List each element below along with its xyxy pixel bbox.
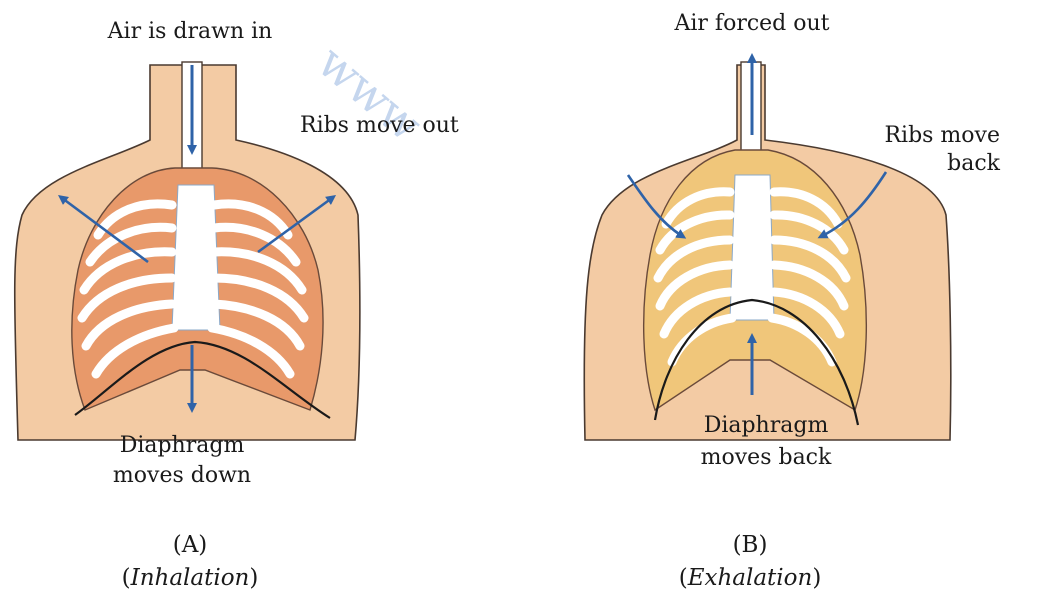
panel-a-diaphragm-line1: Diaphragm xyxy=(120,432,245,459)
panel-a-caption-open: ( xyxy=(122,565,131,591)
panel-b-caption: (Exhalation) xyxy=(679,565,822,592)
panel-a-diaphragm-line2: moves down xyxy=(113,462,251,489)
panel-b-ribs-line1: Ribs move xyxy=(880,122,1000,149)
panel-b-air-label: Air forced out xyxy=(674,10,829,37)
panel-a-caption-letter: (A) xyxy=(173,532,208,559)
panel-a-ribs-label: Ribs move out xyxy=(300,112,459,139)
panel-b-illustration xyxy=(584,58,951,440)
sternum-b xyxy=(730,175,774,320)
panel-b-ribs-line2: back xyxy=(880,150,1000,177)
panel-b-caption-name: Exhalation xyxy=(688,565,813,591)
panel-a-caption-name: Inhalation xyxy=(131,565,250,591)
panel-b-diaphragm-line1: Diaphragm xyxy=(704,412,829,439)
panel-b-caption-close: ) xyxy=(812,565,821,591)
panel-b-caption-letter: (B) xyxy=(733,532,768,559)
panel-a-caption: (Inhalation) xyxy=(122,565,259,592)
panel-b-caption-open: ( xyxy=(679,565,688,591)
panel-a-caption-close: ) xyxy=(249,565,258,591)
panel-b-diaphragm-line2: moves back xyxy=(701,444,832,471)
panel-a-air-label: Air is drawn in xyxy=(108,18,273,45)
